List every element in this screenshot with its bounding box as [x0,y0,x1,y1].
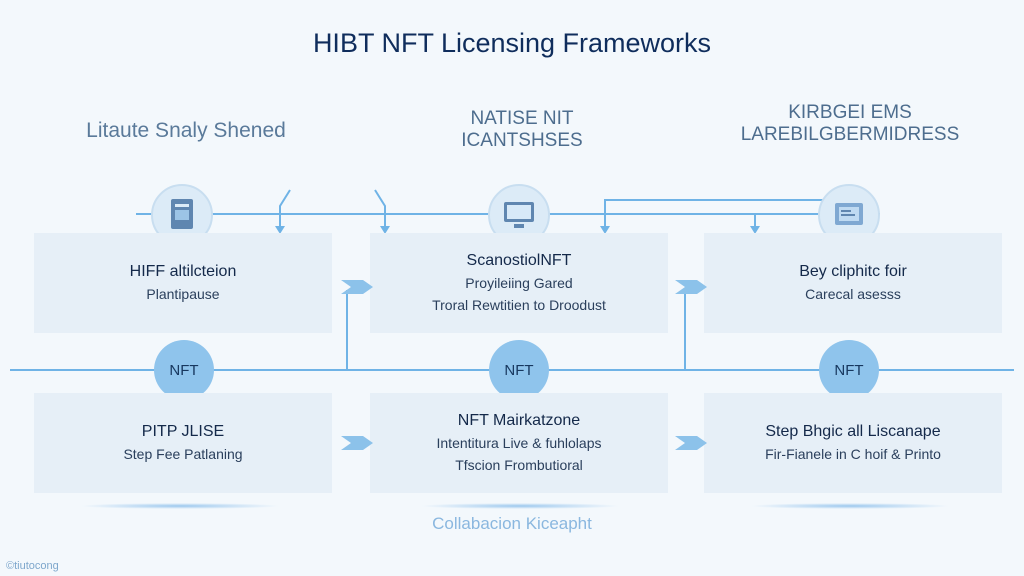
chevron-right-icon [675,280,707,294]
arrowhead-4 [750,226,760,234]
top-card-2-title: ScanostiolNFT [466,252,572,269]
bottom-card-1-title: PITP JLISE [141,423,225,440]
bottom-card-3-title: Step Bhgic all Liscanape [765,423,941,440]
bottom-card-1-text: Step Fee Patlaning [123,446,243,462]
bottom-card-3-text: Fir-Fianele in C hoif & Printo [765,446,941,462]
top-card-2-text-2: Troral Rewtitien to Droodust [432,297,606,313]
footer-caption: Collabacion Kiceapht [432,514,592,533]
drop-arrow-2 [374,189,386,232]
bottom-card-1: PITP JLISE Step Fee Patlaning [34,393,332,493]
nft-node-1: NFT [154,340,214,400]
column-heading-3-line-2: LAREBILGBERMIDRESS [740,124,960,145]
top-card-1-text: Plantipause [146,286,220,302]
chevron-right-icon [341,436,373,450]
bottom-card-3: Step Bhgic all Liscanape Fir-Fianele in … [704,393,1002,493]
column-heading-1-line: Litaute Snaly Shened [86,119,286,142]
diagram-title: HIBT NFT Licensing Frameworks [312,28,712,58]
arrowhead-1 [275,226,285,234]
card-shadow-2 [420,503,620,509]
document-icon-glyph [171,199,193,229]
top-card-2: ScanostiolNFT Proyileiing Gared Troral R… [370,233,668,333]
chevron-right-icon [341,280,373,294]
bottom-card-2-title: NFT Mairkatzone [457,412,581,429]
top-card-1: HIFF altilcteion Plantipause [34,233,332,333]
bracket-connector [604,199,851,232]
top-card-3: Bey cliphitc foir Carecal asesss [704,233,1002,333]
arrowhead-3 [600,226,610,234]
column-heading-3: KIRBGEI EMS LAREBILGBERMIDRESS [700,102,1000,146]
column-heading-2-line-2: ICANTSHSES [461,130,583,151]
column-heading-1: Litaute Snaly Shened [36,120,336,142]
nft-node-2: NFT [489,340,549,400]
monitor-icon-glyph [504,202,534,228]
drop-arrow-1 [279,189,291,232]
chevron-right-icon [675,436,707,450]
bottom-card-2-text-1: Intentitura Live & fuhlolaps [436,435,602,451]
column-heading-3-line-1: KIRBGEI EMS [788,102,912,123]
top-card-3-title: Bey cliphitc foir [799,263,907,280]
card-shadow-1 [80,503,280,509]
column-heading-2-line-1: NATISE NIT [470,108,574,129]
arrowhead-2 [380,226,390,234]
top-card-2-text-1: Proyileiing Gared [465,275,573,291]
top-card-3-text: Carecal asesss [805,286,901,302]
bottom-card-2-text-2: Tfscion Frombutioral [455,457,583,473]
top-card-1-title: HIFF altilcteion [129,263,237,280]
nft-node-3: NFT [819,340,879,400]
tablet-icon-glyph [835,203,863,225]
card-shadow-3 [750,503,950,509]
corner-watermark: ©tiutocong [6,560,59,572]
column-heading-2: NATISE NIT ICANTSHSES [372,108,672,152]
bottom-card-2: NFT Mairkatzone Intentitura Live & fuhlo… [370,393,668,493]
